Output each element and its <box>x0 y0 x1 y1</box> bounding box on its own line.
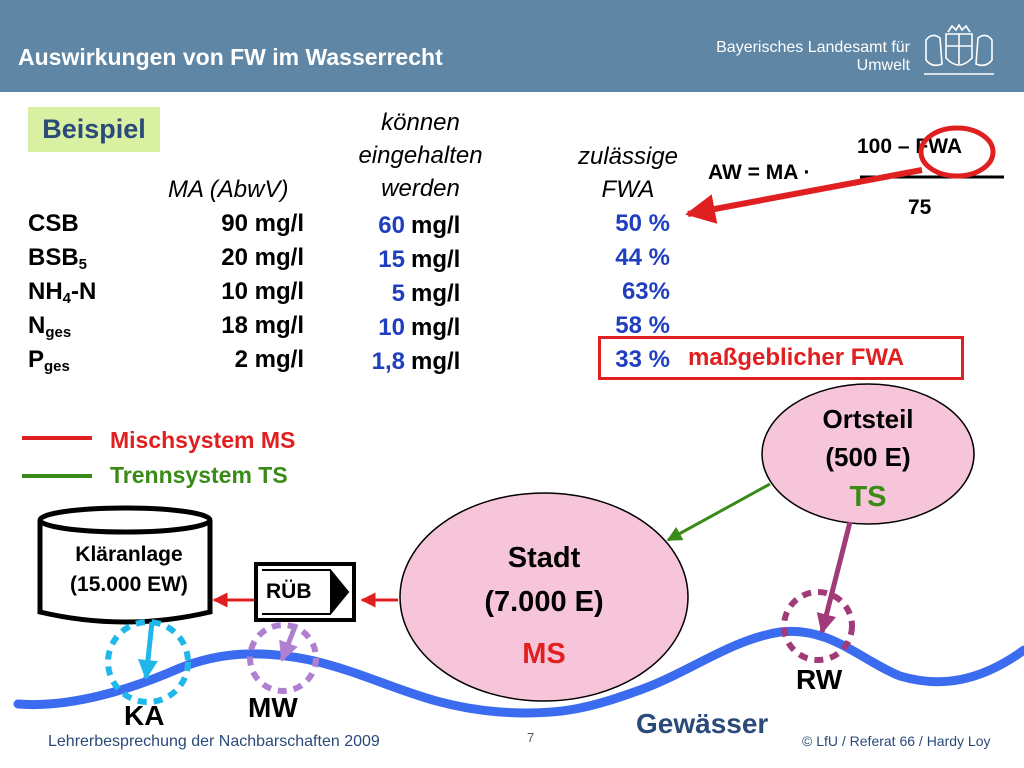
ma-value: 18 mg/l <box>221 312 304 339</box>
district-name: Ortsteil <box>822 404 914 434</box>
decisive-fwa-label: maßgeblicher FWA <box>688 344 905 371</box>
flow-arrow-rub-to-river <box>279 623 299 662</box>
treatment-plant-capacity: (15.000 EW) <box>70 573 188 596</box>
param-name: Pges <box>28 346 70 375</box>
fwa-column-header: zulässige FWA <box>558 140 698 206</box>
fwa-highlight-circle <box>918 125 996 179</box>
fwa-value: 58 % <box>615 312 670 339</box>
fwa-value: 50 % <box>615 210 670 237</box>
achievable-unit: mg/l <box>411 212 461 239</box>
footer-page-number: 7 <box>527 730 535 745</box>
fwa-value: 44 % <box>615 244 670 271</box>
achievable-unit: mg/l <box>411 246 461 273</box>
ma-value: 20 mg/l <box>221 244 304 271</box>
treatment-plant-cylinder <box>37 520 213 625</box>
achievable-value: 5 <box>391 280 405 307</box>
decisive-fwa-highlight <box>598 336 964 380</box>
achievable-value: 15 <box>378 246 405 273</box>
example-badge: Beispiel <box>28 107 160 152</box>
param-subscript: 5 <box>78 256 88 273</box>
achievable-value: 60 <box>378 212 405 239</box>
district-ellipse <box>761 383 975 525</box>
flow-arrow-district-to-river <box>816 521 853 634</box>
param-name: NH4-N <box>28 278 97 307</box>
org-line-1: Bayerisches Landesamt für <box>716 39 910 56</box>
fwa-value: 63% <box>621 278 670 305</box>
fwa-header-line-2: FWA <box>601 176 655 203</box>
param-name: BSB5 <box>28 244 88 273</box>
footer-event: Lehrerbesprechung der Nachbarschaften 20… <box>48 733 380 750</box>
coat-of-arms-icon <box>924 24 994 75</box>
achievable-unit: mg/l <box>411 348 461 375</box>
formula-denominator: 75 <box>908 196 932 219</box>
achievable-header-line-2: eingehalten <box>358 142 483 169</box>
ma-value: 10 mg/l <box>221 278 304 305</box>
ma-value: 2 mg/l <box>234 346 304 373</box>
org-line-2: Umwelt <box>856 57 910 74</box>
achievable-unit: mg/l <box>411 314 461 341</box>
discharge-rw-label: RW <box>796 664 843 695</box>
district-population: (500 E) <box>825 442 911 472</box>
ma-value: 90 mg/l <box>221 210 304 237</box>
slide-title: Auswirkungen von FW im Wasserrecht <box>18 44 443 70</box>
district-system: TS <box>849 481 887 513</box>
achievable-value: 10 <box>378 314 405 341</box>
param-subscript: 4 <box>62 290 72 307</box>
fwa-value: 33 % <box>615 346 670 373</box>
footer-copyright: © LfU / Referat 66 / Hardy Loy <box>802 733 991 749</box>
header-bar <box>0 0 1024 92</box>
achievable-value: 1,8 <box>371 348 405 375</box>
city-name: Stadt <box>507 542 581 574</box>
flow-arrow-district-to-city <box>666 482 771 542</box>
discharge-rw-circle <box>781 589 855 663</box>
achievable-header-line-1: können <box>381 109 460 136</box>
discharge-mw-label: MW <box>248 692 298 723</box>
fwa-pointer-arrow <box>685 167 923 224</box>
city-ellipse <box>399 492 689 702</box>
legend-separate-system: Trennsystem TS <box>110 462 288 488</box>
water-body-label: Gewässer <box>636 708 769 739</box>
formula-numerator: 100 – FWA <box>857 135 963 158</box>
param-name: Nges <box>28 312 72 341</box>
achievable-header-line-3: werden <box>381 175 460 202</box>
achievable-column-header: können eingehalten werden <box>338 106 503 205</box>
legend-mixed-system: Mischsystem MS <box>110 427 296 453</box>
organization-name: Bayerisches Landesamt für Umwelt <box>670 39 910 75</box>
param-subscript: ges <box>45 324 72 341</box>
param-subscript: ges <box>44 358 70 375</box>
discharge-mw-circle <box>247 622 319 694</box>
formula-lhs: AW = MA · <box>708 161 811 184</box>
discharge-ka-label: KA <box>124 700 165 731</box>
param-name: CSB <box>28 210 79 237</box>
fwa-header-line-1: zulässige <box>577 143 679 170</box>
ma-column-header: MA (AbwV) <box>168 176 289 203</box>
flow-arrow-plant-to-river <box>137 621 158 680</box>
achievable-unit: mg/l <box>411 280 461 307</box>
treatment-plant-name: Kläranlage <box>75 543 183 566</box>
discharge-ka-circle <box>105 619 191 705</box>
treatment-plant-label: Kläranlage (15.000 EW) <box>34 540 224 600</box>
city-system: MS <box>522 638 566 670</box>
city-population: (7.000 E) <box>484 586 604 618</box>
treatment-plant-top <box>37 505 213 535</box>
storm-tank-label: RÜB <box>266 580 312 603</box>
